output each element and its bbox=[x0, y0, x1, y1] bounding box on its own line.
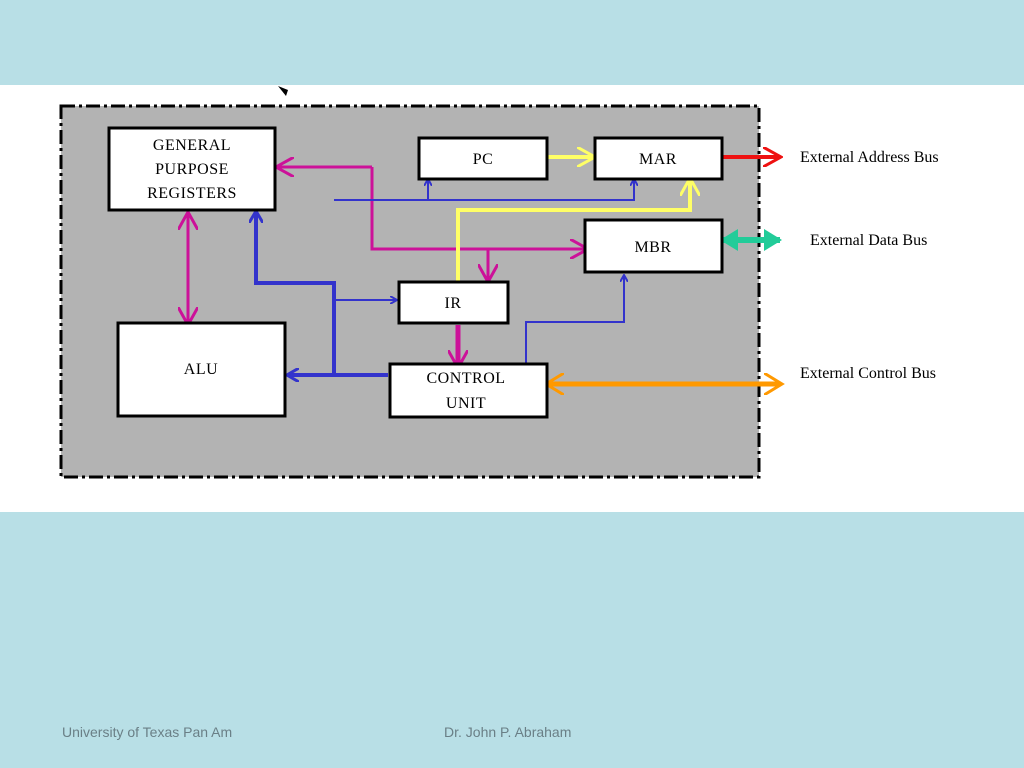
mbr-box: MBR bbox=[583, 218, 724, 274]
external-control-bus-label: External Control Bus bbox=[800, 365, 936, 382]
gpr-label-line1: GENERAL bbox=[153, 137, 231, 154]
pc-box: PC bbox=[417, 136, 549, 181]
footer-university: University of Texas Pan Am bbox=[62, 724, 233, 740]
ir-box: IR bbox=[397, 280, 510, 325]
cu-label-line2: UNIT bbox=[446, 395, 486, 412]
gpr-box: GENERAL PURPOSE REGISTERS bbox=[107, 126, 277, 212]
mar-box: MAR bbox=[593, 136, 724, 181]
mar-label: MAR bbox=[639, 151, 677, 168]
external-address-bus-label: External Address Bus bbox=[800, 149, 939, 166]
alu-label: ALU bbox=[184, 361, 218, 378]
pc-label: PC bbox=[473, 151, 494, 168]
blue-bus bbox=[256, 180, 634, 375]
gpr-label-line3: REGISTERS bbox=[147, 185, 237, 202]
cu-label-line1: CONTROL bbox=[426, 370, 505, 387]
small-mark bbox=[278, 86, 288, 96]
magenta-bus bbox=[188, 167, 586, 366]
control-unit-box: CONTROL UNIT bbox=[388, 362, 549, 419]
gpr-label-line2: PURPOSE bbox=[155, 161, 229, 178]
external-data-bus-label: External Data Bus bbox=[810, 232, 927, 249]
footer-author: Dr. John P. Abraham bbox=[444, 724, 572, 740]
alu-box: ALU bbox=[116, 321, 287, 418]
mbr-label: MBR bbox=[634, 239, 671, 256]
ir-label: IR bbox=[445, 295, 462, 312]
yellow-bus bbox=[456, 157, 690, 281]
